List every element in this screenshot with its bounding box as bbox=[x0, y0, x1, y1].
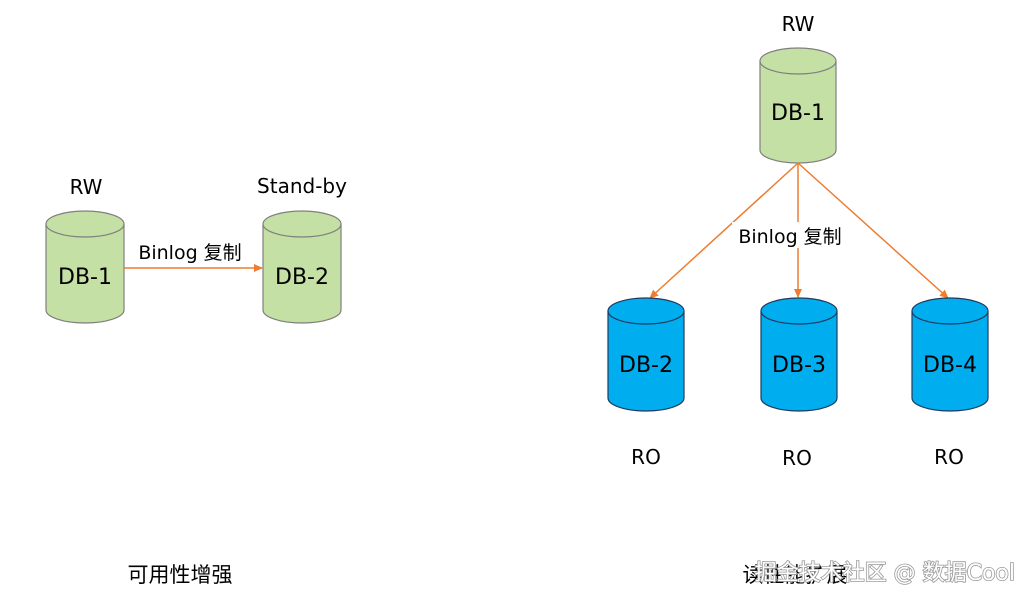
right-replication-label-bg bbox=[732, 222, 848, 248]
left-caption: 可用性增强 bbox=[128, 563, 233, 587]
read-scaling-diagram: RW DB-1 Binlog 复制 DB-2 DB-3 DB-4 bbox=[607, 12, 1016, 587]
replica-db-cylinder: DB-3 bbox=[760, 297, 838, 412]
replica-db-name: DB-2 bbox=[619, 353, 673, 378]
watermark: 掘金技术社区 @ 数据Cool bbox=[755, 561, 1015, 586]
right-replication-label: Binlog 复制 bbox=[738, 226, 841, 248]
replica-db-cylinder: DB-4 bbox=[911, 297, 989, 412]
replica-db-name: DB-3 bbox=[772, 353, 826, 378]
left-primary-role: RW bbox=[70, 175, 103, 199]
replica-role: RO bbox=[631, 445, 661, 469]
left-primary-db-cylinder: DB-1 bbox=[45, 210, 125, 324]
replication-arrow-db-2 bbox=[649, 162, 799, 299]
availability-diagram: RW Stand-by DB-1 Binlog 复制 DB-2 可用性增强 bbox=[45, 174, 347, 587]
replica-db-cylinder: DB-2 bbox=[607, 297, 685, 412]
replica-role: RO bbox=[934, 445, 964, 469]
left-standby-role: Stand-by bbox=[257, 174, 347, 198]
right-primary-db-name: DB-1 bbox=[771, 101, 825, 126]
right-caption: 读性能扩展 bbox=[743, 563, 848, 587]
left-standby-db-name: DB-2 bbox=[275, 265, 329, 290]
replica-db-name: DB-4 bbox=[923, 353, 977, 378]
right-primary-db-cylinder: DB-1 bbox=[759, 47, 837, 164]
replication-arrow-db-4 bbox=[797, 162, 949, 299]
replica-role: RO bbox=[782, 446, 812, 470]
left-primary-db-name: DB-1 bbox=[58, 265, 112, 290]
left-replication-label: Binlog 复制 bbox=[138, 242, 241, 264]
left-standby-db-cylinder: DB-2 bbox=[262, 210, 342, 324]
right-primary-role: RW bbox=[782, 12, 815, 36]
